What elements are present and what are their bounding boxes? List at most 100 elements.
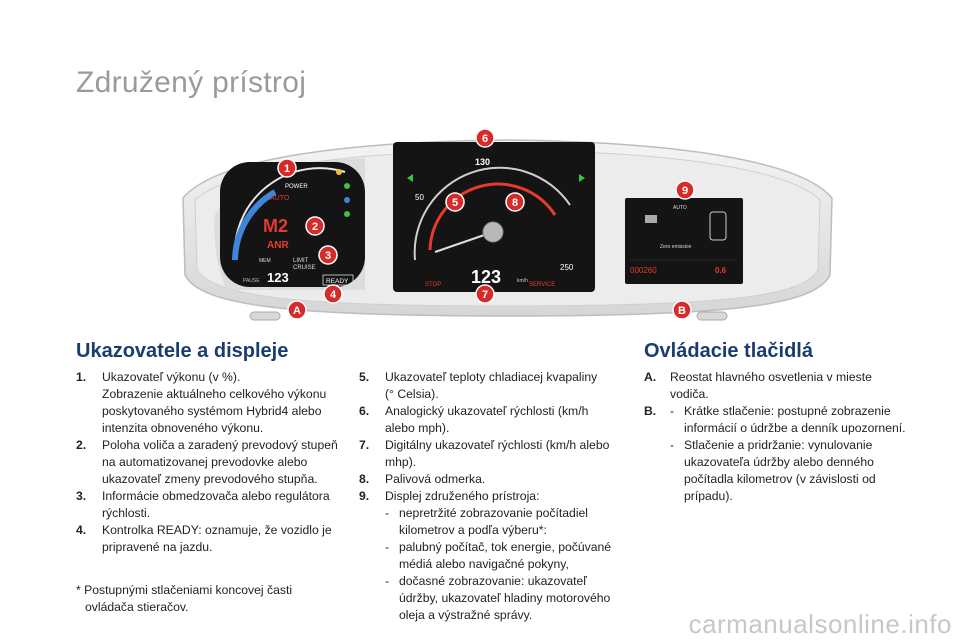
center-display: 130 50 250 123 km/h STOP SERVICE bbox=[393, 142, 595, 292]
item-text: Ukazovateľ teploty chladiacej kvapaliny bbox=[385, 370, 598, 384]
callout-9: 9 bbox=[675, 180, 695, 200]
item-text: Informácie obmedzovača alebo regulátora bbox=[102, 489, 330, 503]
callout-label: 8 bbox=[512, 197, 518, 209]
list-item: 4. Kontrolka READY: oznamuje, že vozidlo … bbox=[76, 522, 346, 556]
item-text: vodiča. bbox=[670, 387, 709, 401]
item-text: pripravené na jazdu. bbox=[102, 540, 213, 554]
zero-emission-label: Zero emission bbox=[660, 244, 692, 250]
item-text: Displej združeného prístroja: bbox=[385, 489, 540, 503]
item-text: Zobrazenie aktuálneho celkového výkonu bbox=[102, 387, 327, 401]
list-item: 9.Displej združeného prístroja:-nepretrž… bbox=[359, 488, 629, 624]
item-text: intenzita obnoveného výkonu. bbox=[102, 421, 264, 435]
footnote-line: * Postupnými stlačeniami koncovej časti bbox=[76, 583, 293, 597]
list-item: 6. Analogický ukazovateľ rýchlosti (km/h a… bbox=[359, 403, 629, 437]
footnote-line: ovládača stieračov. bbox=[85, 600, 189, 614]
item-text: ukazovateľ zmeny prevodového stupňa. bbox=[102, 472, 318, 486]
cruise-label: CRUISE bbox=[293, 265, 316, 271]
list-item: 3. Informácie obmedzovača alebo regulátor… bbox=[76, 488, 346, 522]
sub-item-text: údržby, ukazovateľ hladiny motorového bbox=[399, 591, 611, 605]
right-auto-label: AUTO bbox=[673, 205, 687, 211]
left-auto-label: AUTO bbox=[270, 195, 290, 202]
instrument-cluster: POWER AUTO M2 ANR MEM LIMIT CRUISE 123 P… bbox=[182, 128, 833, 321]
list-item: B.-Krátke stlačenie: postupné zobrazenie… bbox=[644, 403, 914, 505]
controls-heading: Ovládacie tlačidlá bbox=[644, 340, 813, 362]
callout-2: 2 bbox=[305, 216, 325, 236]
callout-8: 8 bbox=[505, 192, 525, 212]
speedo-arc bbox=[413, 166, 571, 261]
sub-item-text: Krátke stlačenie: postupné zobrazenie bbox=[684, 404, 891, 418]
sub-item-dash: - bbox=[385, 506, 390, 520]
speedo-inner-red bbox=[428, 182, 557, 251]
item-number: A. bbox=[644, 370, 657, 384]
power-label: POWER bbox=[285, 184, 308, 190]
button-b-display[interactable] bbox=[696, 311, 728, 321]
item-text: mhp). bbox=[385, 455, 417, 469]
power-bar bbox=[232, 189, 277, 261]
item-number: 8. bbox=[359, 472, 370, 486]
item-number: 7. bbox=[359, 438, 370, 452]
item-text: Palivová odmerka. bbox=[385, 472, 486, 486]
indicators-list-right: 5.Ukazovateľ teploty chladiacej kvapalin… bbox=[359, 369, 629, 624]
car-top-view-icon bbox=[709, 211, 727, 241]
callout-label: 9 bbox=[682, 185, 688, 197]
callout-3: 3 bbox=[318, 245, 338, 265]
sub-item-text: nepretržité zobrazovanie počítadiel bbox=[399, 506, 589, 520]
callout-b: B bbox=[672, 300, 692, 320]
speedo-tick-50: 50 bbox=[415, 193, 424, 202]
item-number: 4. bbox=[76, 523, 87, 537]
sub-item-text: počítadla kilometrov (v závislosti od bbox=[684, 472, 876, 486]
center-speed: 123 bbox=[471, 267, 501, 287]
left-speed: 123 bbox=[267, 270, 289, 285]
pause-label: PAUSE bbox=[243, 278, 260, 284]
item-text: rýchlosti. bbox=[102, 506, 151, 520]
stop-label: STOP bbox=[425, 282, 441, 288]
callout-label: B bbox=[678, 305, 686, 317]
turn-left-icon bbox=[407, 174, 413, 182]
indicator-light-icon bbox=[344, 183, 350, 189]
item-text: alebo mph). bbox=[385, 421, 450, 435]
mem-label: MEM bbox=[259, 258, 271, 264]
callout-label: 1 bbox=[284, 163, 290, 175]
sub-item-dash: - bbox=[385, 540, 390, 554]
item-number: 6. bbox=[359, 404, 370, 418]
callout-a: A bbox=[287, 300, 307, 320]
item-text: Ukazovateľ výkonu (v %). bbox=[102, 370, 241, 384]
sub-item-dash: - bbox=[385, 574, 390, 588]
item-text: Kontrolka READY: oznamuje, že vozidlo je bbox=[102, 523, 332, 537]
list-item: 7. Digitálny ukazovateľ rýchlosti (km/h a… bbox=[359, 437, 629, 471]
item-text: poskytovaného systémom Hybrid4 alebo bbox=[102, 404, 322, 418]
callout-label: 2 bbox=[312, 221, 318, 233]
warning-light-icon bbox=[336, 169, 342, 175]
callout-1: 1 bbox=[277, 158, 297, 178]
indicators-heading: Ukazovatele a displeje bbox=[76, 340, 289, 362]
callout-label: 3 bbox=[325, 250, 331, 262]
item-text: (° Celsia). bbox=[385, 387, 439, 401]
item-number: 1. bbox=[76, 370, 87, 384]
item-text: Digitálny ukazovateľ rýchlosti (km/h ale… bbox=[385, 438, 610, 452]
list-item: 2.Poloha voliča a zaradený prevodový stu… bbox=[76, 437, 346, 488]
service-label: SERVICE bbox=[529, 282, 555, 288]
limit-label: LIMIT bbox=[293, 258, 309, 264]
page-title: Združený prístroj bbox=[76, 66, 307, 99]
gear-display: M2 bbox=[263, 216, 288, 236]
left-display: POWER AUTO M2 ANR MEM LIMIT CRUISE 123 P… bbox=[214, 158, 365, 290]
list-item: 8. Palivová odmerka. bbox=[359, 471, 629, 488]
footnote: * Postupnými stlačeniami koncovej časti … bbox=[76, 582, 326, 616]
sub-item-text: palubný počítač, tok energie, počúvané bbox=[399, 540, 612, 554]
center-speed-unit: km/h bbox=[517, 278, 528, 284]
sub-item-text: kilometrov a podľa výberu*: bbox=[399, 523, 547, 537]
right-display: AUTO Zero emission 000260 0.6 bbox=[625, 198, 743, 284]
list-item: 1. Ukazovateľ výkonu (v %). Zobrazenie akt… bbox=[76, 369, 346, 437]
item-text: Analogický ukazovateľ rýchlosti (km/h bbox=[385, 404, 589, 418]
sub-item-text: prípadu). bbox=[684, 489, 733, 503]
button-a-rheostat[interactable] bbox=[249, 311, 281, 321]
item-number: 3. bbox=[76, 489, 87, 503]
item-number: 2. bbox=[76, 438, 87, 452]
callout-4: 4 bbox=[323, 284, 343, 304]
sub-item-text: informácií o údržbe a denník upozornení. bbox=[684, 421, 906, 435]
item-text: na automatizovanej prevodovke alebo bbox=[102, 455, 308, 469]
